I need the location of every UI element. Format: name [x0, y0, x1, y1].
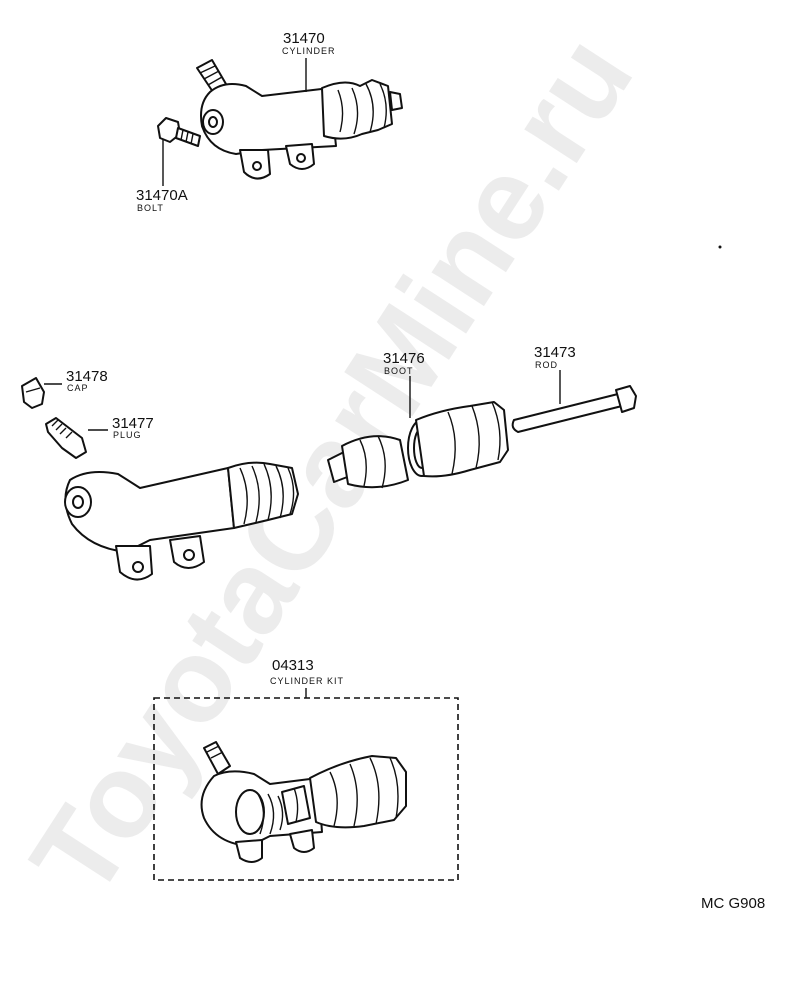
part-number-31470: 31470 [283, 30, 325, 47]
cap [21, 377, 62, 409]
part-number-31478: 31478 [66, 368, 108, 385]
part-number-04313: 04313 [272, 657, 314, 674]
cylinder-body-middle [64, 461, 299, 581]
boot-piston [327, 376, 509, 489]
rod [511, 370, 637, 433]
part-name-cap: CAP [67, 383, 89, 393]
bolt [157, 117, 201, 186]
cylinder-kit-assembly [200, 741, 407, 863]
kit-dashed-box [153, 697, 459, 881]
part-number-31476: 31476 [383, 350, 425, 367]
cylinder-assembly-top [196, 58, 403, 180]
part-number-31470a: 31470A [136, 187, 188, 204]
speck [718, 245, 722, 249]
plug [45, 417, 108, 459]
part-name-cylinder-kit: CYLINDER KIT [270, 676, 344, 686]
part-name-rod: ROD [535, 360, 558, 370]
part-name-boot: BOOT [384, 366, 414, 376]
part-number-31477: 31477 [112, 415, 154, 432]
part-name-bolt: BOLT [137, 203, 164, 213]
part-number-31473: 31473 [534, 344, 576, 361]
part-name-cylinder: CYLINDER [282, 46, 336, 56]
part-name-plug: PLUG [113, 430, 142, 440]
figure-code: MC G908 [701, 895, 765, 912]
